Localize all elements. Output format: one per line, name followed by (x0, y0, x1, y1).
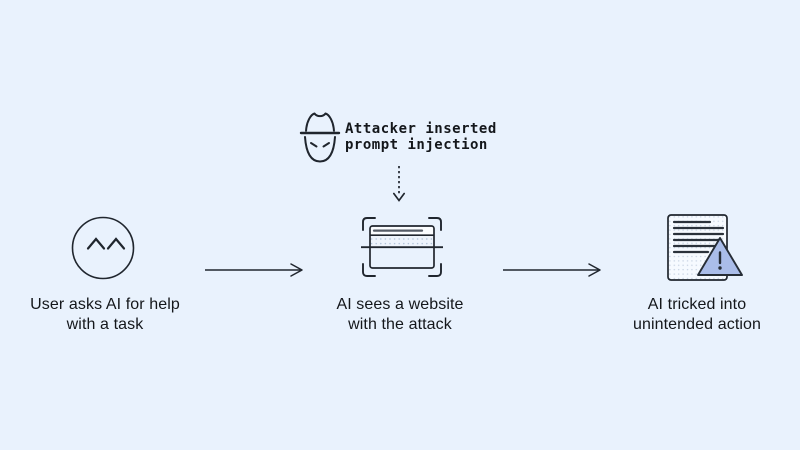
step-label-outcome: AI tricked into unintended action (592, 295, 800, 334)
step-label-line: with a task (66, 315, 144, 333)
step-label-user: User asks AI for help with a task (0, 295, 210, 334)
step-label-line: AI tricked into (647, 296, 747, 313)
spy-hat-icon (299, 112, 341, 163)
warning-triangle-icon (697, 237, 743, 276)
step-label-line: AI sees a website (336, 296, 464, 313)
arrow-right-icon (503, 263, 601, 277)
dotted-arrow-down-icon (392, 166, 406, 202)
document-warning-icon (667, 214, 743, 281)
step-label-line: User asks AI for help (30, 296, 180, 313)
user-smiley-icon (71, 216, 135, 280)
step-label-website: AI sees a website with the attack (295, 295, 505, 334)
arrow-right-icon (205, 263, 303, 277)
website-scan-icon (361, 217, 443, 277)
attacker-label: Attacker inserted prompt injection (345, 121, 497, 153)
step-label-line: unintended action (632, 315, 762, 333)
attacker-label-line2: prompt injection (345, 136, 488, 153)
attacker-label-line1: Attacker inserted (345, 121, 497, 137)
step-label-line: with the attack (348, 315, 452, 333)
